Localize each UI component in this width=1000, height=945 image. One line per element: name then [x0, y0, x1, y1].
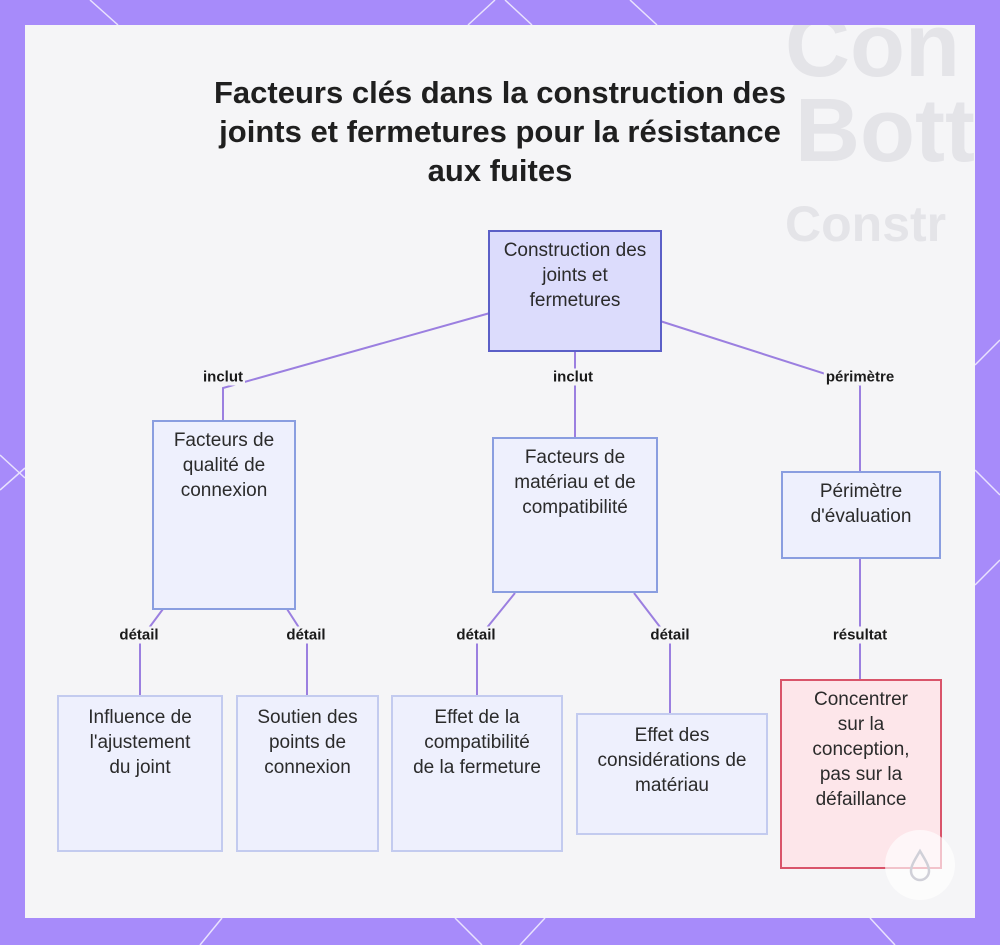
edge-root-to-scope — [659, 320, 861, 471]
node-facteurs-qualite-connexion[interactable]: Facteurs de qualité de connexion — [152, 420, 296, 610]
node-label: Facteurs de qualité de connexion — [173, 430, 275, 501]
diagram-card: Con Bott Constr Facteurs clés dans la co… — [25, 25, 975, 918]
edge-label-inclut-middle: inclut — [551, 368, 595, 386]
background-ghost-text: Constr — [785, 196, 947, 252]
node-facteurs-materiau-compatibilite[interactable]: Facteurs de matériau et de compatibilité — [492, 437, 658, 593]
node-label: Effet de la compatibilité de la fermetur… — [413, 707, 541, 778]
edge-label-inclut-left: inclut — [201, 368, 245, 386]
edge-label-detail-fit: détail — [117, 626, 161, 644]
node-effet-considerations-materiau[interactable]: Effet des considérations de matériau — [576, 713, 768, 835]
edge-material-to-considerations — [633, 592, 671, 713]
node-label: Construction des joints et fermetures — [503, 240, 647, 311]
edge-label-resultat: résultat — [830, 626, 890, 644]
background-ghost-text: Bott — [795, 81, 975, 181]
node-label: Facteurs de matériau et de compatibilité — [514, 447, 636, 518]
edge-quality-to-support — [286, 608, 308, 695]
background-ghost-text: Con — [785, 25, 960, 96]
edge-label-detail-considerations: détail — [648, 626, 692, 644]
node-effet-compatibilite-fermeture[interactable]: Effet de la compatibilité de la fermetur… — [391, 695, 563, 852]
node-label: Périmètre d'évaluation — [810, 481, 912, 527]
node-concentrer-sur-conception[interactable]: Concentrer sur la conception, pas sur la… — [780, 679, 942, 869]
edge-material-to-closure — [476, 592, 516, 695]
node-label: Effet des considérations de matériau — [597, 725, 747, 796]
edge-quality-to-fit — [139, 608, 164, 695]
node-label: Influence de l'ajustement du joint — [88, 707, 192, 778]
node-construction-joints-fermetures[interactable]: Construction des joints et fermetures — [488, 230, 662, 352]
node-influence-ajustement-joint[interactable]: Influence de l'ajustement du joint — [57, 695, 223, 852]
diagram-title: Facteurs clés dans la construction des j… — [214, 75, 786, 188]
edge-root-to-quality — [222, 312, 491, 420]
node-soutien-points-connexion[interactable]: Soutien des points de connexion — [236, 695, 379, 852]
edge-label-detail-support: détail — [284, 626, 328, 644]
droplet-icon — [909, 848, 931, 882]
node-label: Concentrer sur la conception, pas sur la… — [812, 689, 910, 810]
edge-label-detail-closure: détail — [454, 626, 498, 644]
node-perimetre-evaluation[interactable]: Périmètre d'évaluation — [781, 471, 941, 559]
edge-label-perimetre: périmètre — [823, 368, 897, 386]
node-label: Soutien des points de connexion — [257, 707, 358, 778]
watermark-logo-icon — [885, 830, 955, 900]
